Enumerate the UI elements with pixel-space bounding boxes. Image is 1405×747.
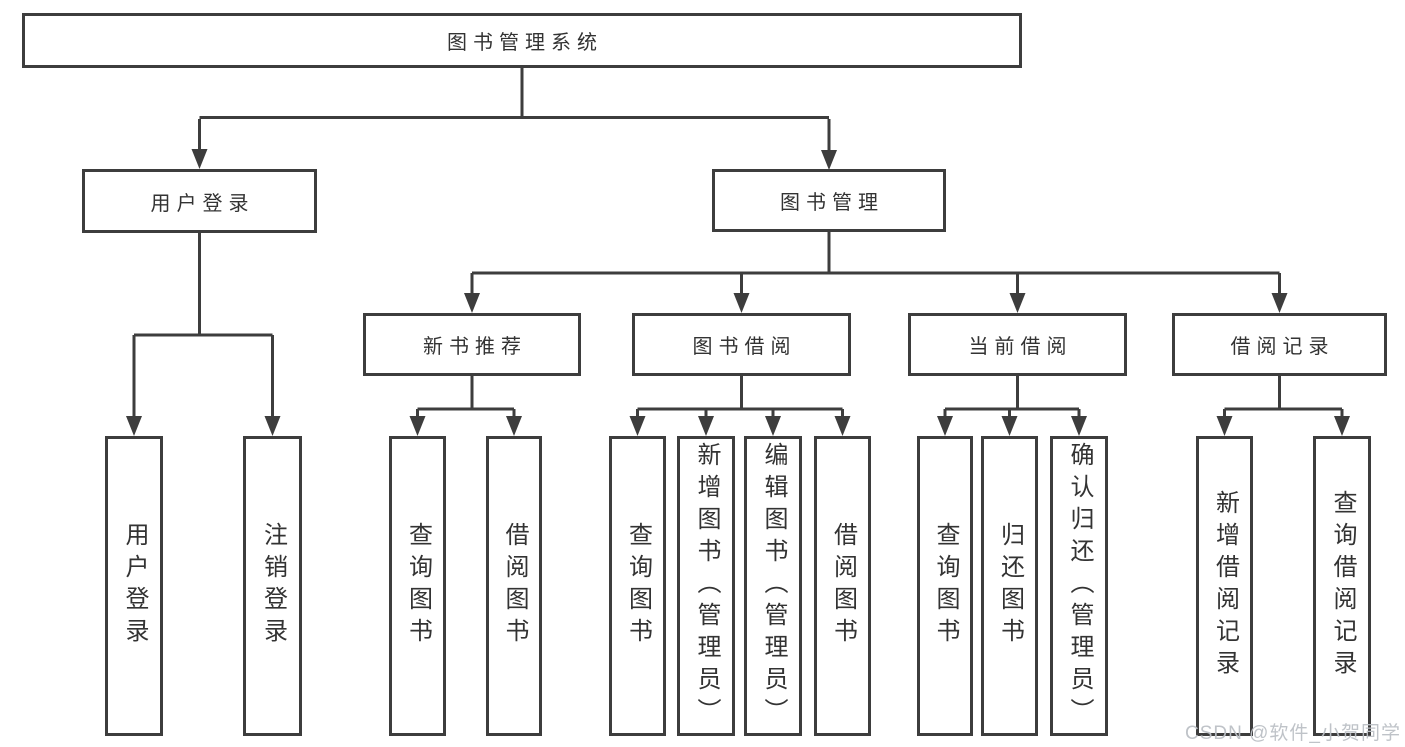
leaf-query-books-recommend: 查询图书 xyxy=(389,436,446,736)
leaf-add-books-admin: 新增图书（管理员） xyxy=(677,436,735,736)
leaf-borrow-books: 借阅图书 xyxy=(814,436,871,736)
leaf-borrow-books-recommend: 借阅图书 xyxy=(486,436,542,736)
leaf-return-books: 归还图书 xyxy=(981,436,1038,736)
node-new-book-recommend: 新书推荐 xyxy=(363,313,581,376)
leaf-query-borrow-record: 查询借阅记录 xyxy=(1313,436,1371,736)
node-book-management: 图书管理 xyxy=(712,169,946,232)
leaf-logout: 注销登录 xyxy=(243,436,302,736)
node-current-borrow: 当前借阅 xyxy=(908,313,1127,376)
node-borrow-records: 借阅记录 xyxy=(1172,313,1387,376)
node-user-login: 用户登录 xyxy=(82,169,317,233)
leaf-edit-books-admin: 编辑图书（管理员） xyxy=(744,436,802,736)
leaf-confirm-return-admin: 确认归还（管理员） xyxy=(1050,436,1108,736)
leaf-add-borrow-record: 新增借阅记录 xyxy=(1196,436,1253,736)
node-book-borrow: 图书借阅 xyxy=(632,313,851,376)
leaf-query-books-borrow: 查询图书 xyxy=(609,436,666,736)
node-library-system: 图书管理系统 xyxy=(22,13,1022,68)
leaf-user-login: 用户登录 xyxy=(105,436,163,736)
watermark: CSDN @软件_小贺同学 xyxy=(1185,723,1401,744)
leaf-query-books-current: 查询图书 xyxy=(917,436,973,736)
